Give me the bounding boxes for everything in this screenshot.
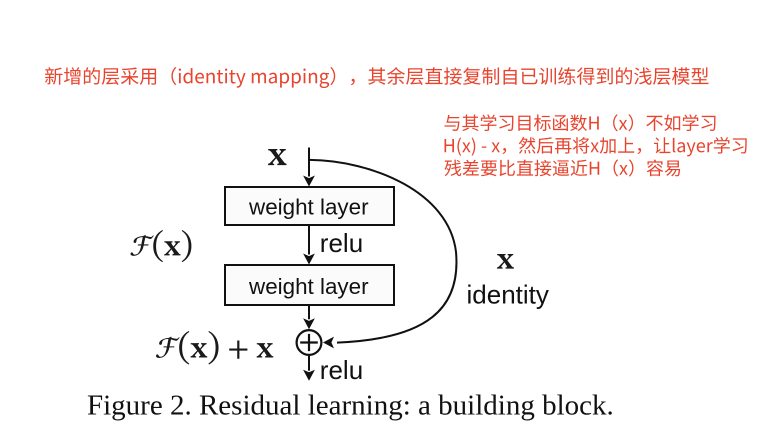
svg-text:weight layer: weight layer bbox=[248, 274, 369, 299]
svg-text:relu: relu bbox=[320, 355, 363, 385]
svg-text:identity: identity bbox=[467, 280, 549, 310]
svg-text:Figure 2. Residual learning: a: Figure 2. Residual learning: a building … bbox=[87, 390, 614, 422]
svg-text:relu: relu bbox=[320, 228, 363, 258]
svg-text:weight layer: weight layer bbox=[248, 194, 369, 219]
